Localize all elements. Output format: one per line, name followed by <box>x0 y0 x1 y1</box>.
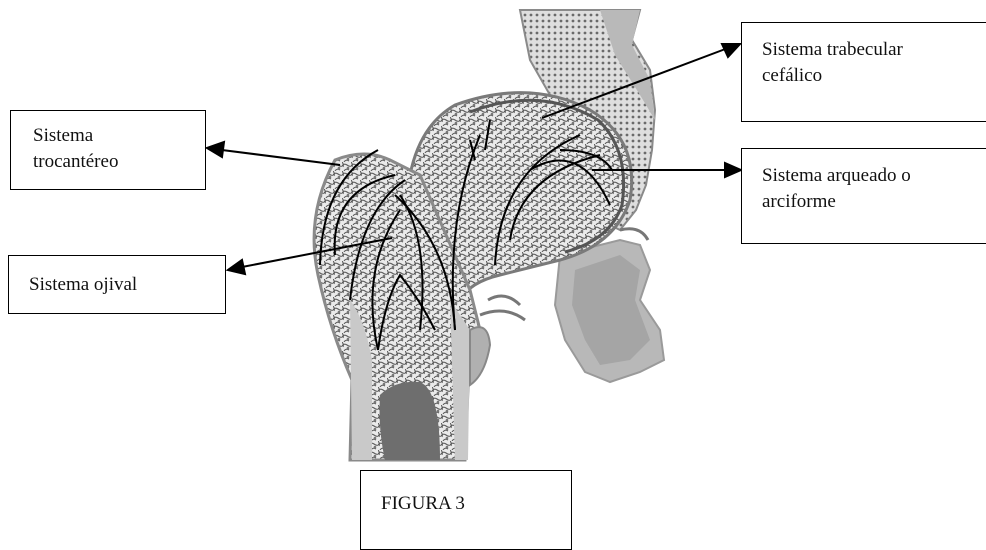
figure-caption: FIGURA 3 <box>360 470 572 550</box>
caption-text: FIGURA 3 <box>381 491 571 517</box>
label-line: Sistema ojival <box>29 272 225 298</box>
label-line: Sistema arqueado o <box>762 163 986 189</box>
label-sistema-arqueado: Sistema arqueado o arciforme <box>741 148 986 244</box>
labrum <box>620 229 648 240</box>
vessel <box>480 296 525 320</box>
label-sistema-trocantereo: Sistema trocantéreo <box>10 110 206 190</box>
label-line: Sistema trabecular <box>762 37 986 63</box>
label-line: trocantéreo <box>33 149 205 175</box>
label-line: arciforme <box>762 189 986 215</box>
lesser-trochanter <box>470 327 490 385</box>
label-sistema-trabecular: Sistema trabecular cefálico <box>741 22 986 122</box>
label-sistema-ojival: Sistema ojival <box>8 255 226 314</box>
label-line: Sistema <box>33 123 205 149</box>
label-line: cefálico <box>762 63 986 89</box>
